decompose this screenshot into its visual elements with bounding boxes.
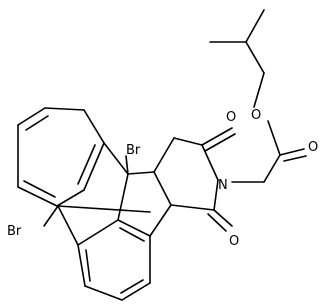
upper-benzene-ring — [17, 107, 105, 207]
isobutyl-acetate-chain — [209, 9, 307, 183]
imide-ring — [153, 127, 236, 232]
lower-benzene-ring — [77, 219, 151, 301]
ester-carbonyl-oxygen: O — [308, 140, 318, 155]
bromine-atom-top: Br — [126, 143, 141, 158]
ester-oxygen: O — [251, 108, 261, 123]
bromine-atom-left: Br — [7, 224, 22, 239]
bicyclic-bridge-bonds — [43, 142, 172, 246]
carbonyl-oxygen-bottom: O — [229, 234, 239, 249]
carbonyl-oxygen-top: O — [226, 110, 236, 125]
nitrogen-atom: N — [218, 178, 228, 193]
